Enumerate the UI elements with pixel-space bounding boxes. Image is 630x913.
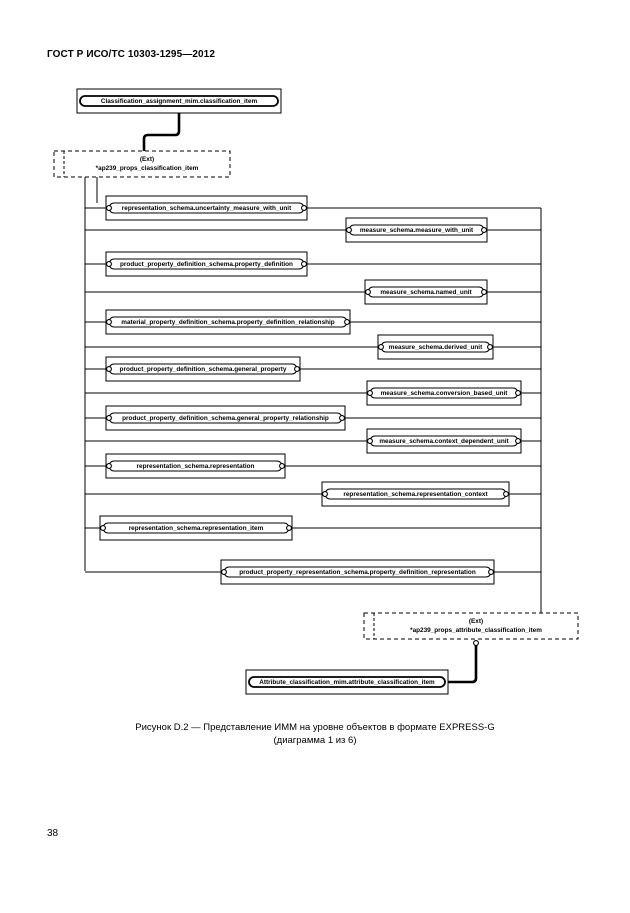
right-relation-circle bbox=[279, 463, 285, 469]
top-entity-connector bbox=[142, 113, 181, 151]
entity-item-label: representation_schema.representation_ite… bbox=[129, 525, 264, 532]
entity-item-label: measure_schema.measure_with_unit bbox=[360, 227, 474, 234]
entity-item-label: measure_schema.derived_unit bbox=[389, 344, 483, 351]
left-relation-circle bbox=[106, 415, 112, 421]
right-relation-circle bbox=[301, 205, 307, 211]
right-relation-circle bbox=[488, 569, 494, 575]
right-relation-circle bbox=[503, 491, 509, 497]
left-relation-circle bbox=[346, 227, 352, 233]
right-relation-circle bbox=[339, 415, 345, 421]
left-relation-circle bbox=[106, 261, 112, 267]
entity-item-label: product_property_definition_schema.gener… bbox=[120, 366, 287, 373]
top-entity-inner bbox=[79, 95, 279, 107]
right-relation-circle bbox=[481, 227, 487, 233]
left-relation-circle bbox=[106, 463, 112, 469]
entity-item-label: representation_schema.representation_con… bbox=[343, 491, 488, 498]
page-number: 38 bbox=[47, 828, 59, 839]
bottom-entity-inner bbox=[248, 676, 446, 688]
left-relation-circle bbox=[378, 344, 384, 350]
entity-item-label: representation_schema.uncertainty_measur… bbox=[122, 205, 292, 212]
entity-item-label: material_property_definition_schema.prop… bbox=[121, 319, 335, 326]
left-relation-circle bbox=[106, 366, 112, 372]
right-relation-circle bbox=[515, 390, 521, 396]
left-relation-circle bbox=[100, 525, 106, 531]
entity-item-label: representation_schema.representation bbox=[137, 463, 255, 470]
bottom-entity-label: Attribute_classification_mim.attribute_c… bbox=[259, 679, 435, 686]
figure-caption: Рисунок D.2 — Представление ИММ на уровн… bbox=[135, 722, 495, 733]
right-relation-circle bbox=[344, 319, 350, 325]
right-relation-circle bbox=[286, 525, 292, 531]
document-header: ГОСТ Р ИСО/ТС 10303-1295—2012 bbox=[47, 49, 215, 60]
right-relation-circle bbox=[487, 344, 493, 350]
select-left-frame bbox=[53, 150, 231, 178]
bottom-relation-circle bbox=[473, 640, 479, 646]
left-relation-circle bbox=[106, 205, 112, 211]
select-right-name-label: *ap239_props_attribute_classification_it… bbox=[410, 627, 542, 634]
select-right-ext-label: (Ext) bbox=[469, 618, 483, 625]
entity-item-label: product_property_definition_schema.prope… bbox=[120, 261, 293, 268]
left-relation-circle bbox=[221, 569, 227, 575]
entity-item-label: product_property_representation_schema.p… bbox=[239, 569, 476, 576]
entity-item-label: product_property_definition_schema.gener… bbox=[122, 415, 329, 422]
select-left-name-label: *ap239_props_classification_item bbox=[96, 165, 199, 172]
bottom-entity-connector bbox=[448, 644, 478, 684]
left-relation-circle bbox=[367, 390, 373, 396]
top-entity-label: Classification_assignment_mim.classifica… bbox=[101, 98, 258, 105]
left-relation-circle bbox=[322, 491, 328, 497]
select-left-ext-label: (Ext) bbox=[140, 156, 154, 163]
right-relation-circle bbox=[515, 438, 521, 444]
entity-item-label: measure_schema.named_unit bbox=[380, 289, 472, 296]
entity-boxes: Classification_assignment_mim.classifica… bbox=[53, 88, 579, 695]
left-relation-circle bbox=[106, 319, 112, 325]
left-relation-circle bbox=[365, 289, 371, 295]
figure-caption-subtitle: (диаграмма 1 из 6) bbox=[273, 735, 357, 746]
entity-item-label: measure_schema.context_dependent_unit bbox=[379, 438, 509, 445]
right-relation-circle bbox=[301, 261, 307, 267]
select-right-frame bbox=[363, 612, 579, 640]
relationship-lines bbox=[84, 113, 542, 684]
right-relation-circle bbox=[294, 366, 300, 372]
entity-item-label: measure_schema.conversion_based_unit bbox=[381, 390, 509, 397]
left-relation-circle bbox=[367, 438, 373, 444]
right-relation-circle bbox=[481, 289, 487, 295]
